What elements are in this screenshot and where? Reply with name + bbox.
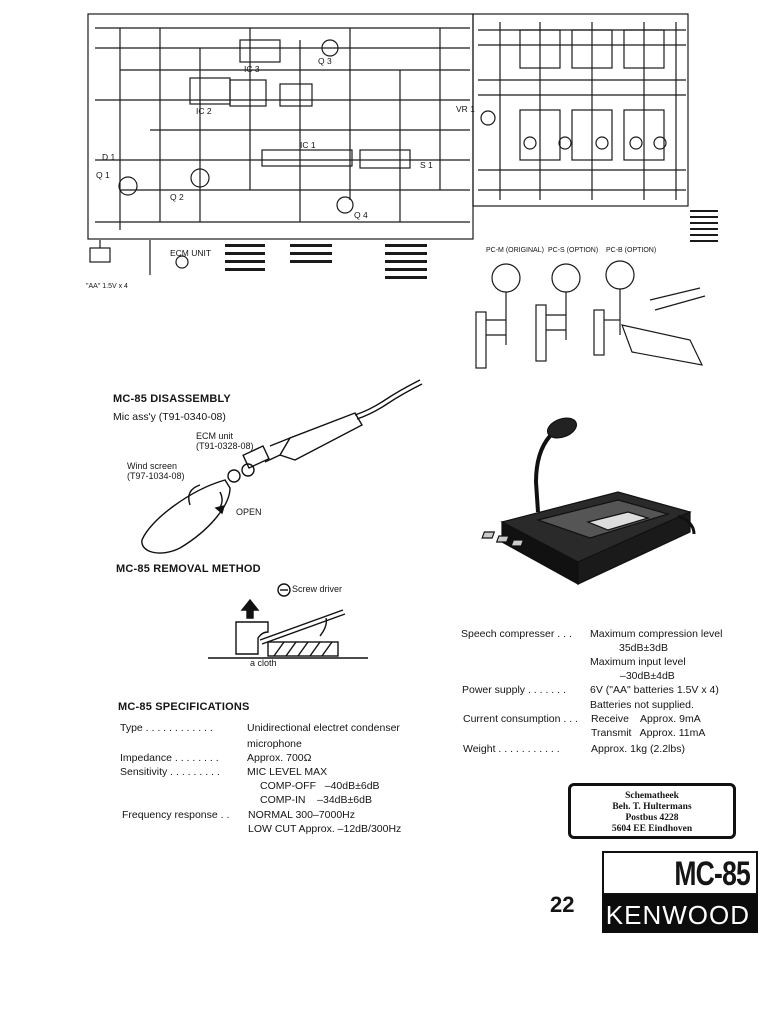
connector-label-pcs: PC-S (OPTION) (548, 247, 599, 254)
schematic-label-ecm: ECM UNIT (170, 248, 212, 258)
spec-speech-compressor: Speech compresser . . . Maximum compress… (461, 628, 761, 684)
model-badge: MC-85 (602, 851, 758, 895)
disassembly-title: MC-85 DISASSEMBLY (113, 393, 231, 405)
spec-current-consumption: Current consumption . . . Receive Approx… (463, 713, 763, 741)
spec-sensitivity: Sensitivity . . . . . . . . . MIC LEVEL … (120, 766, 440, 812)
stamp-line-4: 5604 EE Eindhoven (611, 824, 693, 834)
spec-sensitivity-label: Sensitivity . . . . . . . . . (120, 766, 220, 778)
spec-comp-in: COMP-IN –34dB±6dB (260, 794, 372, 806)
schematheek-stamp: Schematheek Beh. T. Hultermans Postbus 4… (568, 783, 736, 839)
brand-badge: KENWOOD (602, 895, 758, 933)
connector-label-pcm: PC-M (ORIGINAL) (486, 247, 544, 254)
schematic-label-ic2: IC 2 (196, 106, 212, 116)
removal-title: MC-85 REMOVAL METHOD (116, 563, 261, 575)
ecm-unit-part: (T91-0328-08) (196, 441, 254, 451)
spec-speech-line1: Maximum compression level (590, 628, 723, 640)
desk-microphone-photo (481, 417, 696, 586)
schematic-label-s1: S 1 (420, 160, 433, 170)
spec-frequency-normal: NORMAL 300–7000Hz (248, 809, 355, 821)
spec-type: Type . . . . . . . . . . . . Unidirectio… (120, 722, 440, 750)
spec-weight-value: Approx. 1kg (2.2lbs) (591, 743, 685, 755)
spec-power-label: Power supply . . . . . . . (462, 684, 566, 696)
brand-logo: KENWOOD (605, 900, 750, 930)
cloth-label: a cloth (250, 658, 277, 668)
removal-drawing (208, 583, 368, 659)
mic-assy-label: Mic ass'y (T91-0340-08) (113, 411, 226, 423)
schematic-label-q4: Q 4 (354, 210, 368, 220)
connector-label-pcb: PC-B (OPTION) (606, 247, 657, 254)
spec-type-value: Unidirectional electret condenser (247, 722, 400, 734)
schematic-label-q1: Q 1 (96, 170, 110, 180)
spec-current-transmit: Transmit Approx. 11mA (591, 727, 706, 739)
spec-current-receive: Receive Approx. 9mA (591, 713, 701, 725)
spec-current-label: Current consumption . . . (463, 713, 578, 725)
spec-speech-line4: –30dB±4dB (620, 670, 675, 682)
schematic-label-ic1: IC 1 (300, 140, 316, 150)
spec-impedance-label: Impedance . . . . . . . . (120, 752, 219, 764)
spec-power-line1: 6V ("AA" batteries 1.5V x 4) (590, 684, 719, 696)
spec-power-supply: Power supply . . . . . . . 6V ("AA" batt… (462, 684, 762, 712)
schematic-label-q3: Q 3 (318, 56, 332, 66)
wind-screen-label: Wind screen (127, 461, 178, 471)
stamp-line-2: Beh. T. Hultermans (612, 802, 692, 812)
spec-type-label: Type . . . . . . . . . . . . (120, 722, 213, 734)
spec-impedance: Impedance . . . . . . . . Approx. 700Ω (120, 752, 440, 766)
schematic-label-battery: "AA" 1.5V x 4 (86, 283, 128, 290)
spec-weight-label: Weight . . . . . . . . . . . (463, 743, 560, 755)
specifications-title: MC-85 SPECIFICATIONS (118, 701, 250, 713)
spec-frequency: Frequency response . . NORMAL 300–7000Hz… (122, 809, 452, 839)
spec-speech-line3: Maximum input level (590, 656, 686, 668)
schematic-diagram (87, 13, 718, 369)
spec-weight: Weight . . . . . . . . . . . Approx. 1kg… (463, 743, 763, 757)
spec-speech-label: Speech compresser . . . (461, 628, 572, 640)
spec-impedance-value: Approx. 700Ω (247, 752, 312, 764)
page-number: 22 (550, 892, 575, 917)
schematic-label-q2: Q 2 (170, 192, 184, 202)
wind-screen-part: (T97-1034-08) (127, 471, 185, 481)
spec-frequency-lowcut: LOW CUT Approx. –12dB/300Hz (248, 823, 402, 835)
microphone-drawing (141, 379, 423, 554)
schematic-label-d1: D 1 (102, 152, 116, 162)
spec-power-line2: Batteries not supplied. (590, 699, 694, 711)
schematic-label-ic3: IC 3 (244, 64, 260, 74)
spec-comp-off: COMP-OFF –40dB±6dB (260, 780, 380, 792)
schematic-label-vr1: VR 1 (456, 104, 475, 114)
spec-speech-line2: 35dB±3dB (619, 642, 668, 654)
spec-sensitivity-value: MIC LEVEL MAX (247, 766, 328, 778)
stamp-line-1: Schematheek (625, 791, 679, 801)
open-label: OPEN (236, 507, 262, 517)
screw-driver-label: Screw driver (292, 584, 343, 594)
spec-frequency-label: Frequency response . . (122, 809, 230, 821)
spec-type-value-line2: microphone (247, 738, 302, 750)
stamp-line-3: Postbus 4228 (625, 813, 679, 823)
model-name: MC-85 (674, 855, 750, 893)
ecm-unit-label: ECM unit (196, 431, 234, 441)
